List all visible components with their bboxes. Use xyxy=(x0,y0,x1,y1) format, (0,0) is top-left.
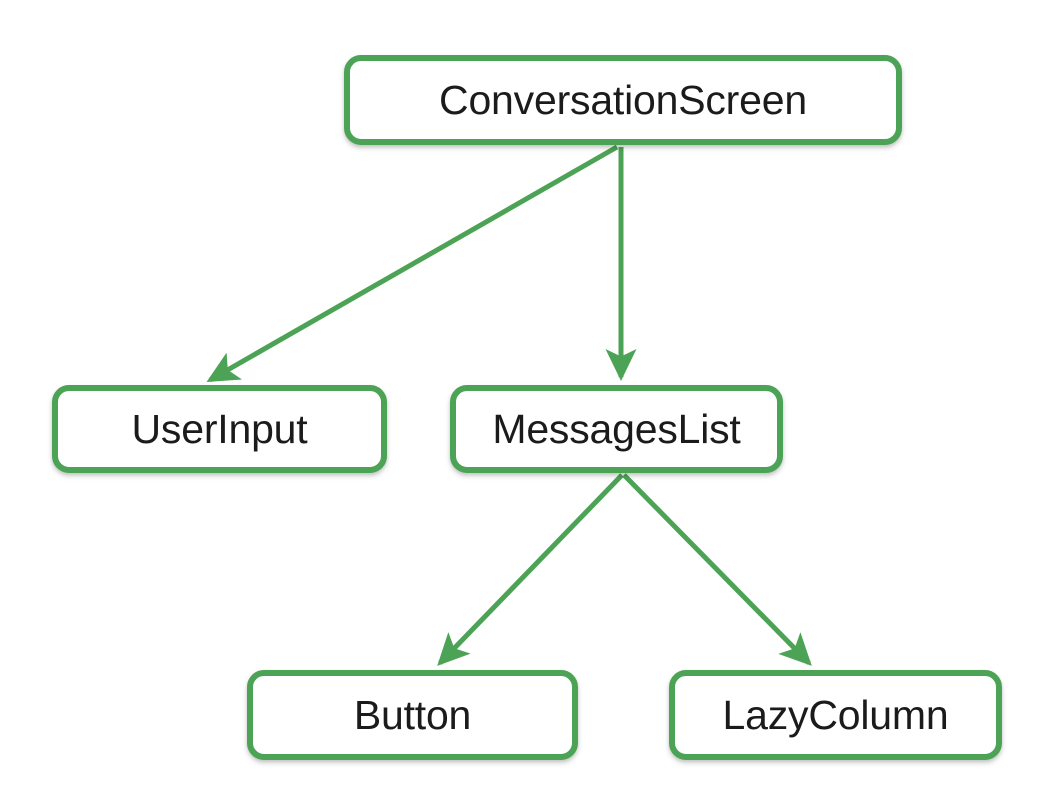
node-messageslist-label: MessagesList xyxy=(492,405,741,452)
edge-messageslist-lazycolumn xyxy=(622,473,812,666)
node-conversationscreen[interactable]: ConversationScreen xyxy=(344,55,902,145)
node-conversationscreen-label: ConversationScreen xyxy=(439,76,807,123)
node-lazycolumn[interactable]: LazyColumn xyxy=(669,670,1002,760)
edge-conversationscreen-userinput xyxy=(206,144,619,383)
node-button[interactable]: Button xyxy=(247,670,578,760)
node-userinput-label: UserInput xyxy=(131,405,308,452)
node-button-label: Button xyxy=(353,691,472,738)
edge-messageslist-button xyxy=(437,473,624,666)
node-lazycolumn-label: LazyColumn xyxy=(722,691,949,738)
node-userinput[interactable]: UserInput xyxy=(52,385,387,473)
node-messageslist[interactable]: MessagesList xyxy=(450,385,783,473)
